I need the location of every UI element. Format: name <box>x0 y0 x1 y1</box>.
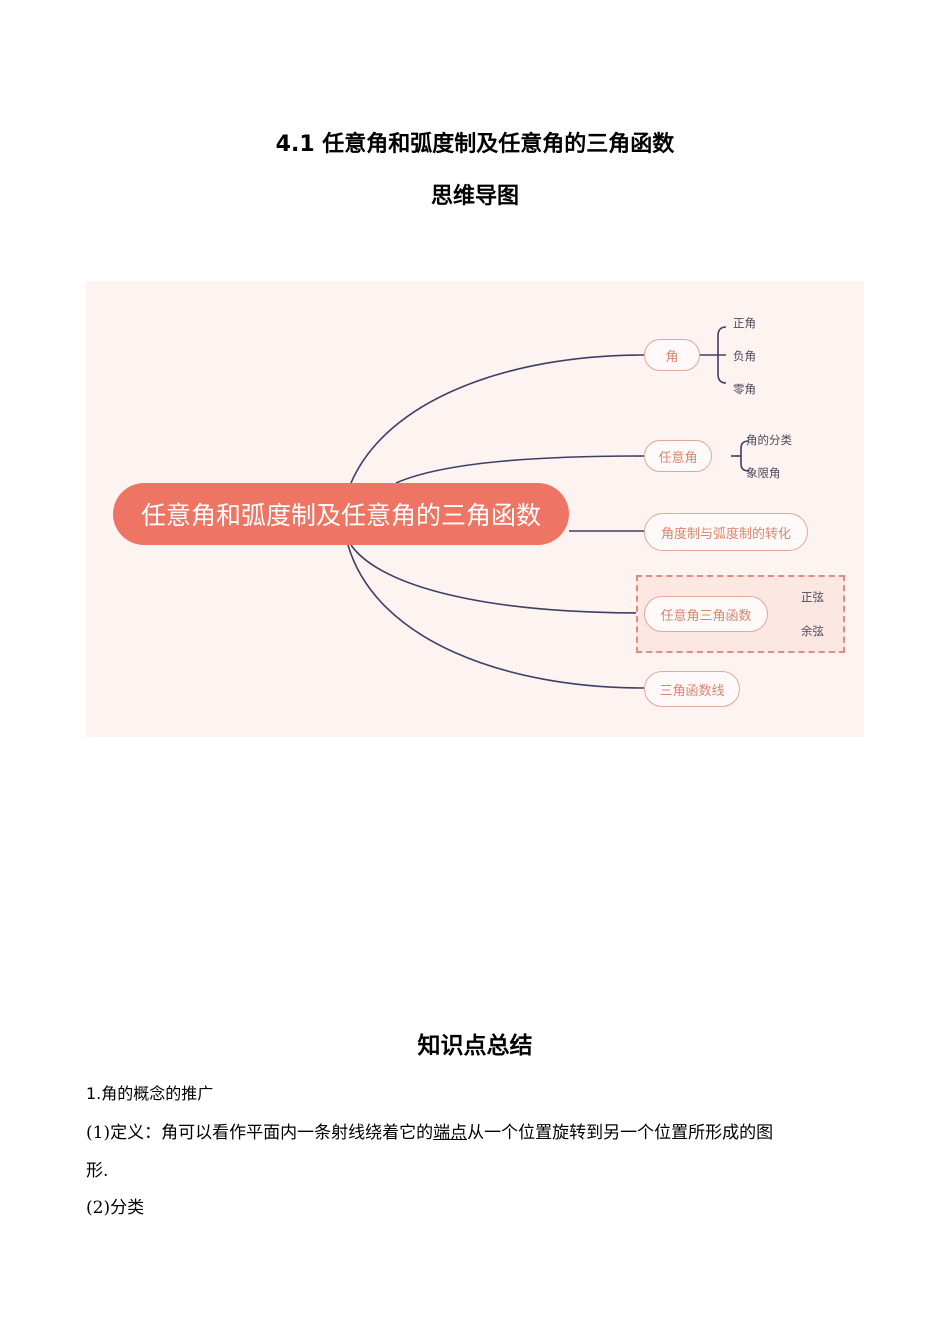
mindmap-node-trig-functions: 任意角三角函数 <box>644 596 768 632</box>
mindmap-node-degree-radian: 角度制与弧度制的转化 <box>644 513 808 551</box>
section-heading: 1.角的概念的推广 <box>86 1084 214 1103</box>
section-title: 知识点总结 <box>417 1033 533 1059</box>
mind-map: 任意角和弧度制及任意角的三角函数 角 正角 负角 零角 任意角 角的分类 象限角… <box>86 281 864 737</box>
classification-item: (2)分类 <box>86 1198 145 1218</box>
mindmap-leaf: 正弦 <box>801 590 824 604</box>
definition-paragraph: (1)定义：角可以看作平面内一条射线绕着它的端点从一个位置旋转到另一个位置所形成… <box>86 1118 773 1143</box>
mindmap-node-trig-lines: 三角函数线 <box>644 671 740 707</box>
mindmap-root-node: 任意角和弧度制及任意角的三角函数 <box>113 483 569 545</box>
page-subtitle: 思维导图 <box>430 184 519 209</box>
mindmap-leaf: 角的分类 <box>746 433 792 447</box>
definition-continuation: 形. <box>86 1161 109 1181</box>
page-title: 4.1 任意角和弧度制及任意角的三角函数 <box>275 132 675 157</box>
definition-text-cont: 从一个位置旋转到另一个位置所形成的图 <box>467 1123 774 1143</box>
mindmap-node-arbitrary-angle: 任意角 <box>644 440 712 472</box>
mindmap-leaf: 负角 <box>733 349 756 363</box>
mindmap-leaf: 余弦 <box>801 624 824 638</box>
underlined-term: 端点 <box>433 1123 468 1143</box>
definition-text: (1)定义：角可以看作平面内一条射线绕着它的 <box>86 1123 434 1143</box>
mindmap-leaf: 正角 <box>733 316 756 330</box>
mindmap-node-angle: 角 <box>644 339 700 371</box>
mindmap-leaf: 零角 <box>733 382 756 396</box>
mindmap-leaf: 象限角 <box>746 466 781 480</box>
